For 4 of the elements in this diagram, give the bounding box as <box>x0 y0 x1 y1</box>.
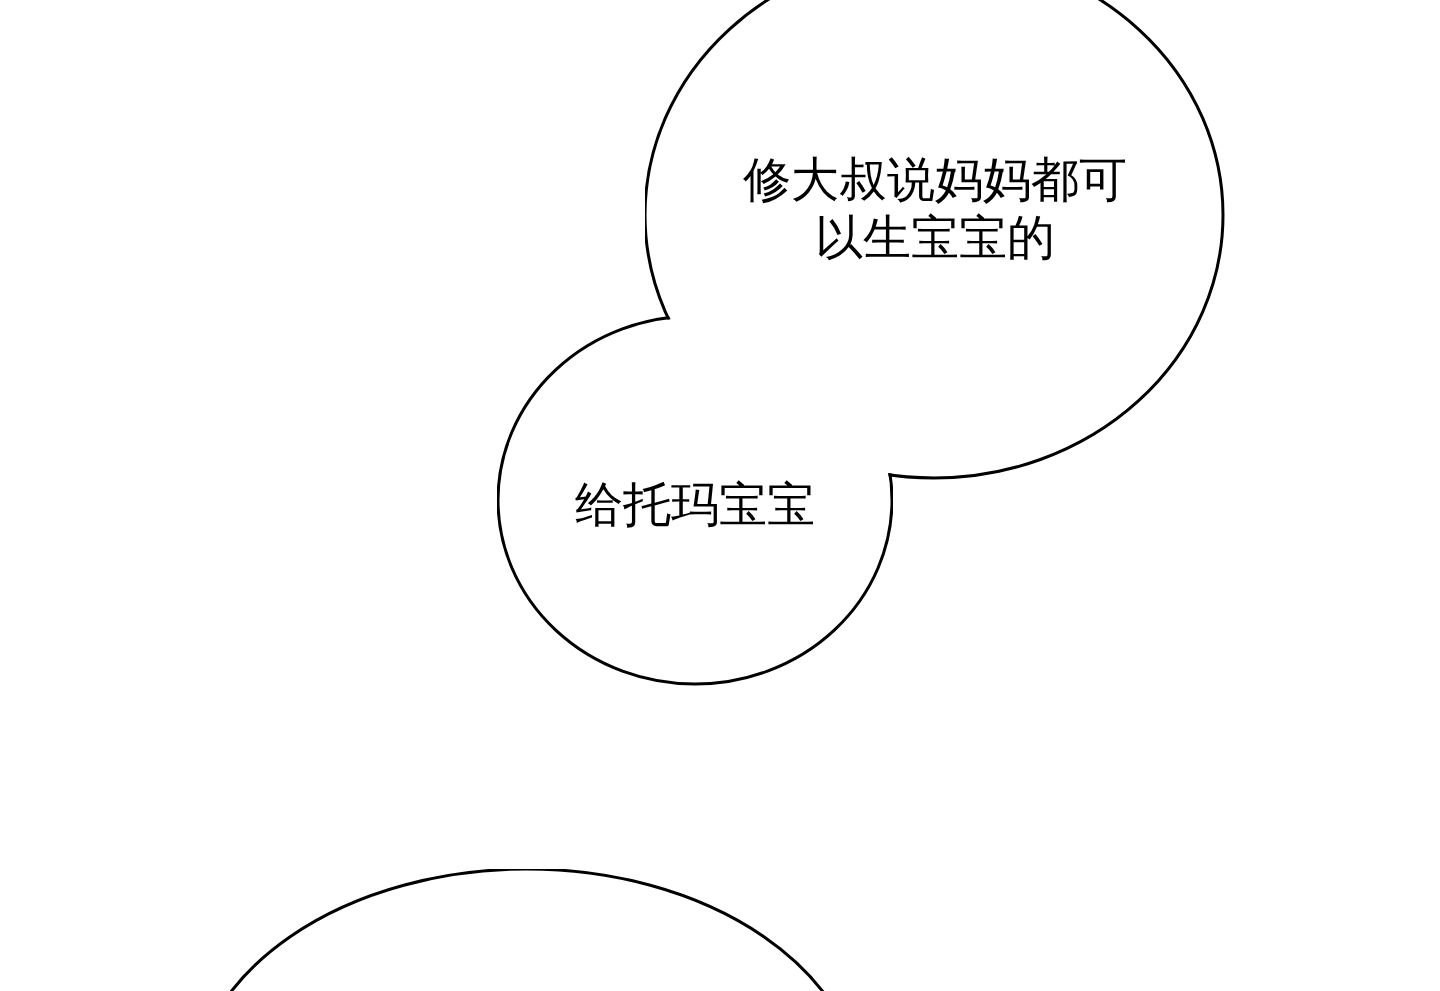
speech-bubble <box>645 0 1225 480</box>
dialogue-text: 修大叔说妈妈都可以生宝宝的 <box>742 150 1128 266</box>
dialogue-text: 给托玛宝宝 <box>574 475 816 533</box>
speech-bubble <box>497 316 893 686</box>
